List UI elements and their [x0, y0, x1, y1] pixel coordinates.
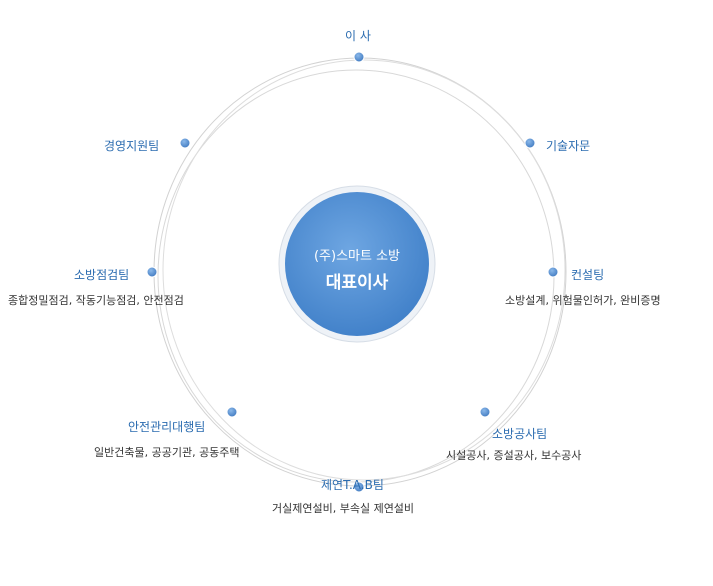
center-title: 대표이사 — [325, 273, 389, 293]
node-construction-desc: 시설공사, 증설공사, 보수공사 — [446, 449, 582, 462]
center-circle — [285, 192, 429, 336]
node-consulting-label: 컨설팅 — [571, 268, 605, 282]
center-company: (주)스마트 소방 — [313, 249, 401, 264]
node-inspection-label: 소방점검팀 — [74, 268, 130, 282]
node-inspection-desc: 종합정밀점검, 작동기능점검, 안전점검 — [8, 294, 184, 307]
node-smoke-tab-dot — [353, 481, 365, 493]
node-consulting-dot — [547, 266, 559, 278]
node-construction-dot — [479, 406, 491, 418]
node-management-dot — [179, 137, 191, 149]
node-construction-label: 소방공사팀 — [492, 427, 548, 441]
node-advisory-label: 기술자문 — [546, 139, 591, 153]
node-inspection-dot — [146, 266, 158, 278]
node-safety-agency-dot — [226, 406, 238, 418]
node-management-label: 경영지원팀 — [104, 139, 160, 153]
node-safety-agency-label: 안전관리대행팀 — [128, 420, 206, 434]
node-safety-agency-desc: 일반건축물, 공공기관, 공동주택 — [94, 446, 240, 459]
node-consulting-desc: 소방설계, 위험물인허가, 완비증명 — [505, 294, 661, 307]
node-director-label: 이 사 — [345, 29, 371, 43]
node-advisory-dot — [524, 137, 536, 149]
node-smoke-tab-desc: 거실제연설비, 부속실 제연설비 — [272, 502, 415, 515]
node-smoke-tab-label: 제연T.A.B팀 — [321, 478, 384, 492]
node-director-dot — [353, 51, 365, 63]
orbit-ring-offset — [162, 59, 566, 481]
